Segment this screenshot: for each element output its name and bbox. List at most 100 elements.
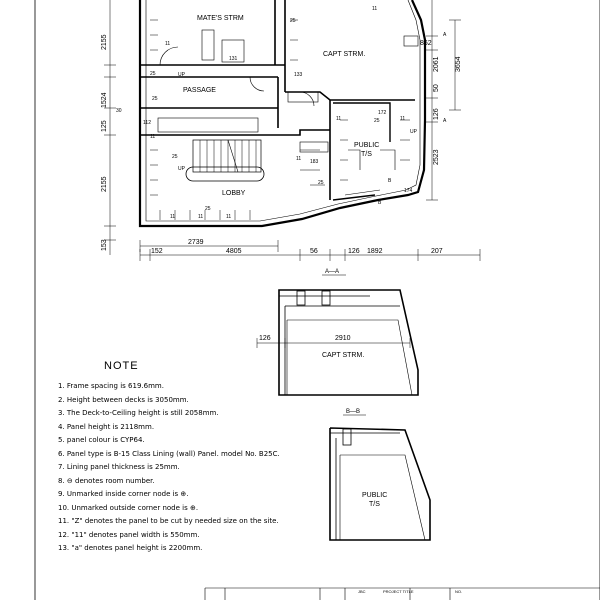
dim-label: 2155 <box>101 34 108 50</box>
note-item: 4. Panel height is 2118mm. <box>58 422 155 431</box>
room-label-ts: T/S <box>361 151 372 158</box>
section-aa-outline <box>278 289 419 396</box>
ts-fixture-lines <box>344 149 396 196</box>
lobby-walls <box>140 100 331 200</box>
room-label-lobby: LOBBY <box>222 190 246 197</box>
section-bb-deckhead <box>330 432 400 540</box>
section-aa-drawing <box>256 289 419 396</box>
dim-label: 862 <box>420 40 432 47</box>
dim-label: 2155 <box>101 176 108 192</box>
public-ts-walls <box>332 102 391 201</box>
cabinet <box>201 29 215 61</box>
note-item: 2. Height between decks is 3050mm. <box>58 395 189 404</box>
section-mark-a: A <box>443 118 447 124</box>
section-aa-beam <box>321 290 331 306</box>
panel-mark: 11 <box>226 214 231 220</box>
section-mark-a: A <box>443 32 447 38</box>
dim-label: 50 <box>433 84 440 92</box>
sheet-border <box>34 0 600 600</box>
notes-block: NOTE 1. Frame spacing is 619.6mm. 2. Hei… <box>58 360 358 556</box>
section-aa-dim: 126 <box>259 335 271 342</box>
dim-label: 1524 <box>101 92 108 108</box>
dim-label: 2523 <box>433 149 440 165</box>
title-block-cell: PROJECT TITLE <box>383 589 414 594</box>
dim-label: 152 <box>151 248 163 255</box>
panel-box <box>287 91 319 103</box>
mates-strm-walls <box>140 0 286 92</box>
panel-mark: 30 <box>116 108 122 114</box>
section-mark-b: B <box>378 200 382 206</box>
deck-plan <box>138 0 427 228</box>
panel-mark: 11 <box>150 134 155 140</box>
dim-label: 126 <box>433 108 440 120</box>
dimension-labels-bottom: 2739 4805 56 126 1892 207 152 <box>151 239 443 255</box>
hull-outline <box>138 0 427 228</box>
section-bb-room: PUBLIC <box>362 492 387 499</box>
panel-mark: 172 <box>378 110 387 116</box>
dimension-chain-left <box>104 0 116 255</box>
note-item: 6. Panel type is B-15 Class Lining (wall… <box>58 449 280 458</box>
note-item: 9. Unmarked inside corner node is ⊕. <box>58 490 189 498</box>
title-block-cell: JBC <box>358 589 366 594</box>
section-bb-lining <box>339 454 426 541</box>
room-label-passage: PASSAGE <box>183 87 216 94</box>
section-aa-dim: 2910 <box>335 335 351 342</box>
note-item: 3. The Deck-to-Ceiling height is still 2… <box>58 409 219 417</box>
section-bb-outline <box>329 427 431 541</box>
note-item: 13. "a" denotes panel height is 2200mm. <box>58 544 203 552</box>
section-aa-deckhead <box>279 295 400 395</box>
stair-hatch <box>157 117 259 133</box>
panel-mark: 174 <box>404 188 413 194</box>
up-label: UP <box>178 72 186 78</box>
room-label-public: PUBLIC <box>354 142 379 149</box>
dim-label: 207 <box>431 248 443 255</box>
panel-mark: 25 <box>152 96 158 102</box>
panel-mark: 25 <box>150 71 156 77</box>
dim-label: 3654 <box>455 56 462 72</box>
note-item: 1. Frame spacing is 619.6mm. <box>58 382 164 390</box>
passage-walls <box>140 76 279 128</box>
section-aa-dim-line <box>256 338 411 348</box>
panel-mark: 11 <box>296 156 301 162</box>
panel-joints <box>150 19 410 220</box>
section-aa-room: CAPT STRM. <box>322 352 364 359</box>
section-aa-title: A—A <box>325 269 339 275</box>
up-label: UP <box>410 129 418 135</box>
up-label: UP <box>178 166 186 172</box>
title-block-frame <box>204 587 600 600</box>
section-bb-beam <box>342 428 352 446</box>
panel-mark: 112 <box>143 120 151 126</box>
section-bb-title: B—B <box>346 409 360 415</box>
panel-mark: 133 <box>294 72 303 78</box>
note-item: 10. Unmarked outside corner node is ⊕. <box>58 503 199 512</box>
capt-strm-walls <box>285 91 415 101</box>
panel-mark: 11 <box>372 6 377 12</box>
panel-mark: 25 <box>205 206 211 212</box>
title-block: JBC PROJECT TITLE NO. <box>205 588 600 600</box>
panel-mark: 11 <box>198 214 203 220</box>
note-item: 12. "11" denotes panel width is 550mm. <box>58 530 200 539</box>
dim-label: 56 <box>310 248 318 255</box>
note-item: 7. Lining panel thickness is 25mm. <box>58 463 180 471</box>
cabinet <box>221 39 245 63</box>
bulkhead-block <box>403 35 419 47</box>
panel-mark: 131 <box>229 56 238 62</box>
section-bb-drawing <box>329 427 431 541</box>
dim-label: 4805 <box>226 248 242 255</box>
panel-mark: 11 <box>336 116 341 122</box>
note-item: 8. ⊖ denotes room number. <box>58 476 155 485</box>
room-label-mates-strm: MATE'S STRM <box>197 15 244 22</box>
panel-mark: 25 <box>374 118 380 124</box>
panel-mark: 25 <box>172 154 178 160</box>
note-item: 11. "Z" denotes the panel to be cut by n… <box>58 517 279 525</box>
title-block-cell: NO. <box>455 589 463 594</box>
dim-label: 2739 <box>188 239 204 246</box>
section-aa-beam <box>296 290 306 306</box>
section-aa-lining <box>286 319 413 396</box>
dim-label: 153 <box>101 239 108 251</box>
panel-box <box>299 141 329 153</box>
dim-label: 1892 <box>367 248 383 255</box>
dim-label: 126 <box>348 248 360 255</box>
stair <box>192 139 262 173</box>
panel-mark: 25 <box>318 180 324 186</box>
